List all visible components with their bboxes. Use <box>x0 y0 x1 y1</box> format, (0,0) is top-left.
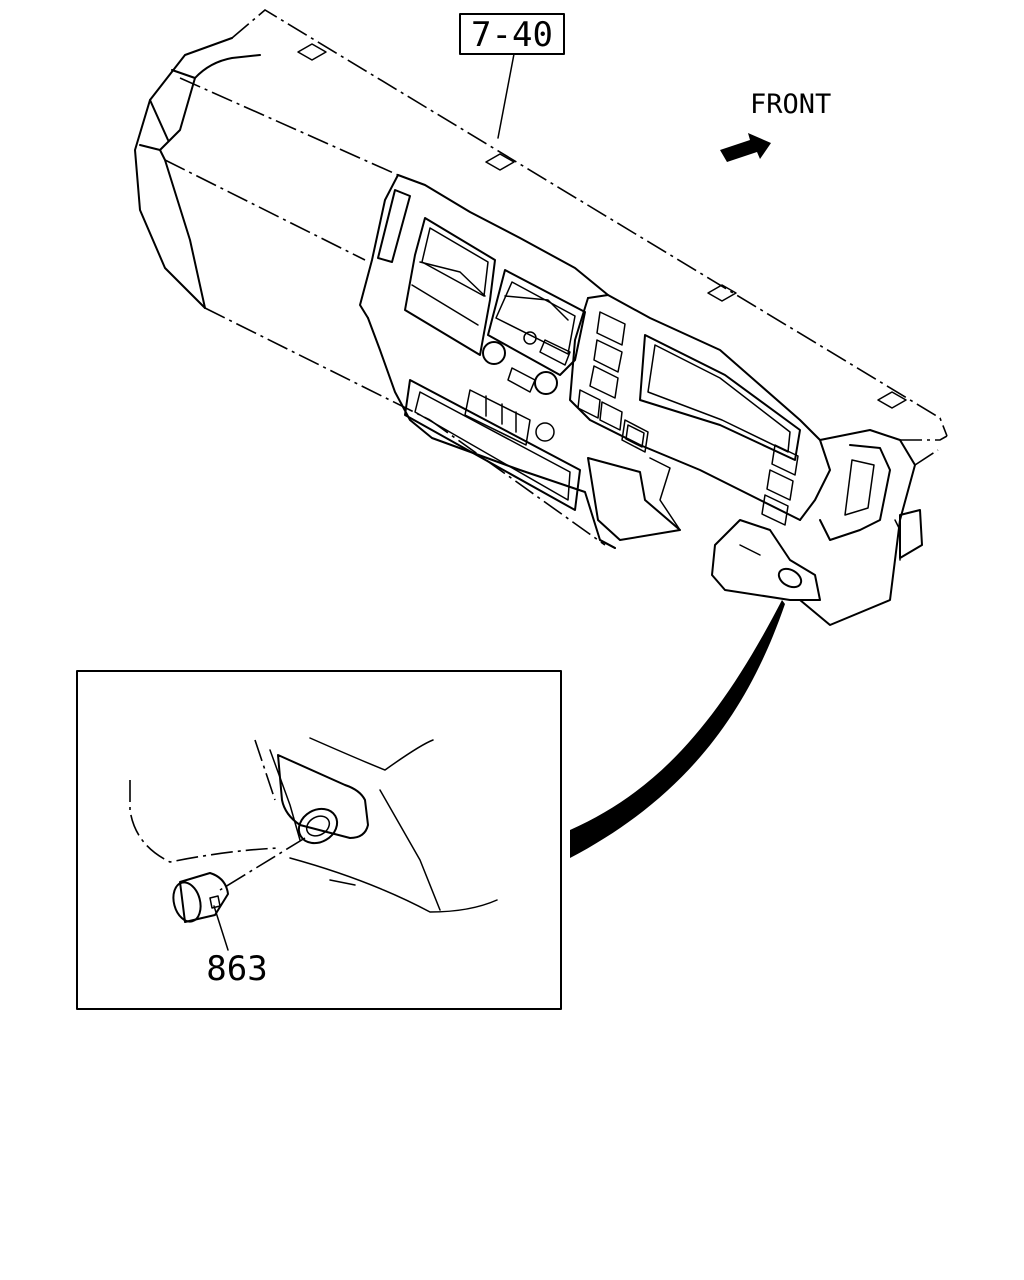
part-number-label: 863 <box>206 949 267 989</box>
reference-callout <box>459 13 565 139</box>
front-label: FRONT <box>750 89 831 120</box>
detail-connector <box>570 600 785 858</box>
front-direction-indicator <box>720 133 771 162</box>
detail-inset <box>76 670 562 1010</box>
direction-arrow-icon <box>720 133 771 162</box>
plug-cap-part <box>172 872 229 923</box>
reference-label: 7-40 <box>471 15 553 55</box>
dashboard-assembly <box>134 9 948 626</box>
